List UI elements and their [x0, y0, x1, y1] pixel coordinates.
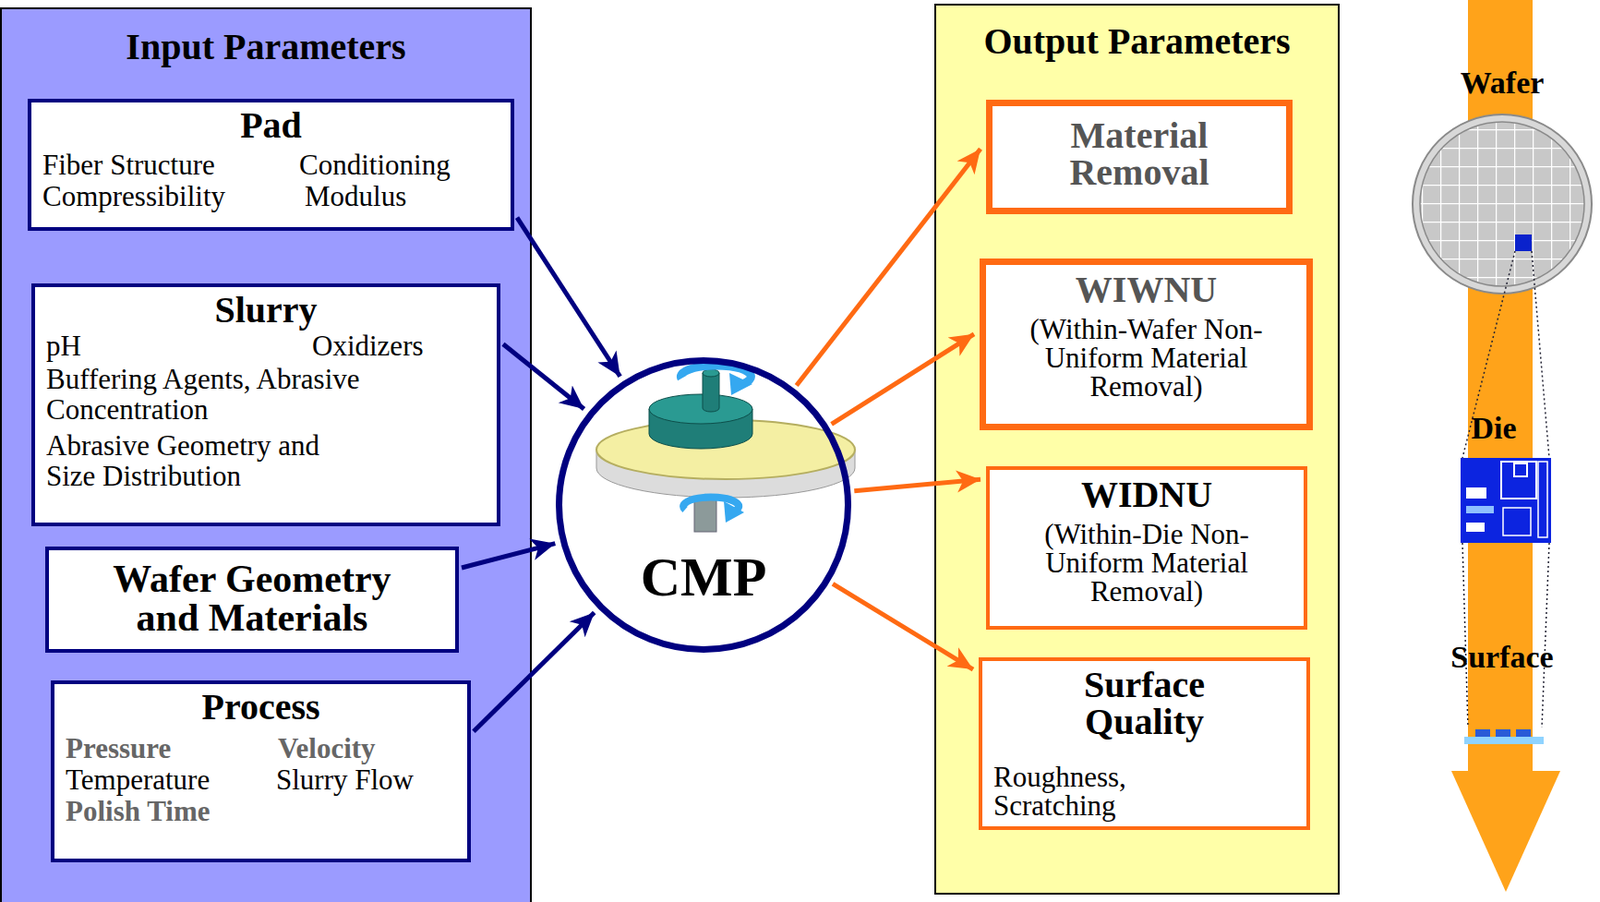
scale-label: Surface [1450, 640, 1553, 674]
box-text: Temperature [65, 765, 210, 796]
box-text: Modulus [304, 181, 407, 213]
pad-box: PadFiber Structure ConditioningCompressib… [27, 98, 515, 231]
output-box: WIDNU(Within-Die Non-Uniform Material Re… [986, 466, 1308, 630]
box-text: pH [46, 331, 82, 362]
scale-label: Die [1470, 411, 1516, 446]
box-heading: WIWNU [1075, 270, 1217, 310]
box-heading: Input Parameters [125, 27, 406, 67]
box-heading: Material Removal [1019, 117, 1260, 192]
box-heading: Pad [240, 106, 302, 145]
box-text: (Within-Wafer Non-Uniform Material Remov… [1012, 314, 1281, 401]
box-text: Conditioning [299, 150, 451, 181]
box-heading: Slurry [214, 290, 317, 330]
arrow-connector [517, 217, 621, 377]
output-panel: Output ParametersMaterial RemovalWIWNU(W… [934, 3, 1340, 895]
wafer-geometry-box: Wafer Geometry and Materials [45, 546, 459, 653]
box-text: (Within-Die Non-Uniform Material Removal… [1017, 519, 1276, 606]
box-heading: Wafer Geometry and Materials [99, 559, 405, 638]
box-heading: WIDNU [1081, 475, 1213, 515]
output-box: WIWNU(Within-Wafer Non-Uniform Material … [979, 258, 1313, 431]
box-text: Pressure [65, 733, 171, 765]
box-heading: Process [201, 687, 320, 727]
box-text: Velocity [277, 733, 376, 765]
scale-label: Wafer [1460, 66, 1545, 100]
output-box: Surface QualityRoughness, Scratching [978, 657, 1311, 831]
circle-ground [557, 359, 850, 651]
box-text: Abrasive Geometry and Size Distribution [46, 431, 342, 492]
wafer-illustration [1412, 114, 1592, 458]
box-text: Roughness, Scratching [993, 762, 1169, 820]
die-illustration [1460, 457, 1552, 728]
surface-illustration [1464, 729, 1544, 745]
input-panel: Input ParametersPadFiber Structure Condit… [0, 7, 532, 902]
box-text: Compressibility [42, 181, 226, 213]
slurry-box: Slurry pH OxidizersBuffering Agents, Abras… [31, 283, 501, 527]
output-box: Material Removal [986, 99, 1293, 215]
box-heading: Output Parameters [983, 22, 1290, 61]
box-text: Oxidizers [312, 331, 424, 362]
box-text: Buffering Agents, Abrasive Concentration [46, 364, 481, 425]
polisher-illustration [596, 365, 855, 532]
process-box: ProcessPressure VelocityTemperature Slurry… [50, 680, 471, 863]
box-heading: Surface Quality [1024, 666, 1265, 741]
box-heading: CMP [640, 548, 768, 607]
cmp-circle: CMP [555, 357, 852, 653]
box-text: Polish Time [65, 796, 210, 828]
box-text: Slurry Flow [276, 765, 414, 796]
box-text: Fiber Structure [42, 150, 216, 181]
